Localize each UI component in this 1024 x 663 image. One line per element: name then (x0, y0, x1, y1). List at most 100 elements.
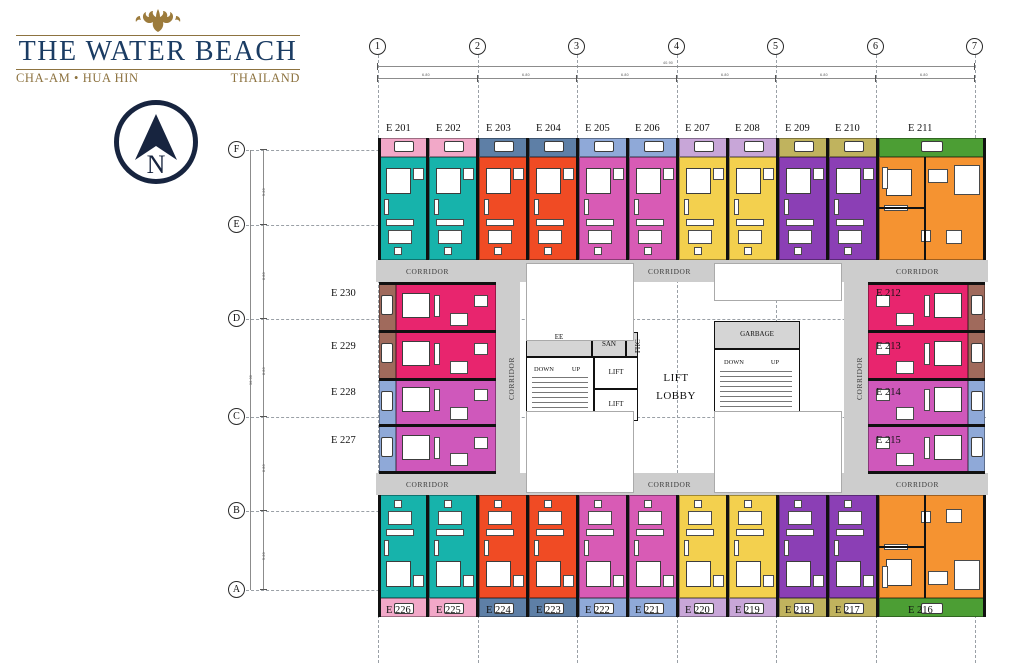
partition-wall (879, 207, 924, 209)
stair-tread (720, 386, 792, 387)
bed (934, 387, 962, 412)
wardrobe (384, 540, 389, 556)
unit-label-E215: E 215 (876, 435, 901, 446)
unit-label-E217: E 217 (835, 605, 860, 616)
stair-tread (532, 392, 588, 393)
balcony-chairs (394, 603, 414, 614)
unit-label-E216: E 216 (908, 605, 933, 616)
corridor-label-top-left: CORRIDOR (406, 267, 449, 276)
kitchen-counter (736, 529, 764, 536)
nightstand (813, 168, 824, 180)
party-wall (868, 424, 985, 427)
bathroom (688, 511, 712, 525)
grid-bubble-B: B (228, 502, 245, 519)
wc (544, 500, 552, 508)
nightstand (563, 168, 574, 180)
unit-label-E201: E 201 (386, 123, 411, 134)
wardrobe (434, 295, 440, 317)
wardrobe (882, 566, 888, 588)
logo-divider-bottom (16, 69, 300, 70)
party-wall (426, 138, 429, 260)
logo-divider-top (16, 35, 300, 36)
balcony-chairs (971, 391, 983, 411)
dim-tick (260, 224, 267, 225)
wc (594, 500, 602, 508)
balcony-chairs (694, 141, 714, 152)
dim-tick (260, 510, 267, 511)
dim-tick (974, 63, 975, 70)
corridor-label-bottom-right: CORRIDOR (896, 480, 939, 489)
balcony-chairs (394, 141, 414, 152)
grid-bubble-F: F (228, 141, 245, 158)
bathroom (738, 511, 762, 525)
balcony-chairs (381, 391, 393, 411)
wardrobe (924, 437, 930, 459)
stair-tread (532, 387, 588, 388)
bed (886, 169, 912, 196)
party-wall (776, 138, 779, 260)
wardrobe (834, 540, 839, 556)
unit-label-E227: E 227 (331, 435, 356, 446)
lift-lobby-label-line1: LIFT (663, 372, 689, 384)
grid-bubble-1: 1 (369, 38, 386, 55)
party-wall (379, 424, 496, 427)
wc (694, 500, 702, 508)
unit-label-E218: E 218 (785, 605, 810, 616)
nightstand (763, 168, 774, 180)
grid-bubble-A: A (228, 581, 245, 598)
dim-tick (260, 318, 267, 319)
party-wall (379, 378, 496, 381)
unit-label-E202: E 202 (436, 123, 461, 134)
kitchen-counter (436, 219, 464, 226)
brand-country: THAILAND (230, 71, 300, 85)
balcony-chairs (844, 603, 864, 614)
unit-label-E209: E 209 (785, 123, 810, 134)
balcony-chairs (744, 603, 764, 614)
grid-bubble-C: C (228, 408, 245, 425)
bathroom (538, 230, 562, 244)
wardrobe (924, 389, 930, 411)
bed (934, 435, 962, 460)
unit-label-E224: E 224 (486, 605, 511, 616)
bed (436, 561, 461, 587)
partition-wall (924, 495, 926, 598)
unit-label-E226: E 226 (386, 605, 411, 616)
party-wall (868, 330, 985, 333)
bathroom (896, 407, 914, 420)
grid-bubble-2: 2 (469, 38, 486, 55)
partition-wall (924, 157, 926, 260)
bed (586, 561, 611, 587)
kitchen-counter (474, 295, 488, 307)
bed (536, 561, 561, 587)
party-wall (626, 138, 629, 260)
stair-tread (532, 377, 588, 378)
corridor-left-leg (496, 260, 520, 495)
bed (402, 293, 430, 318)
party-wall (526, 495, 529, 617)
balcony-chairs (921, 603, 943, 614)
living-window (954, 165, 980, 195)
kitchen-counter (686, 219, 714, 226)
dim-tick (377, 75, 378, 82)
bathroom (438, 511, 462, 525)
north-arrow: N (114, 100, 198, 184)
nightstand (513, 168, 524, 180)
bed (436, 168, 461, 194)
corridor-label-top-right: CORRIDOR (896, 267, 939, 276)
kitchen-counter (636, 529, 664, 536)
balcony-chairs (444, 603, 464, 614)
bed (586, 168, 611, 194)
party-wall (378, 138, 381, 260)
nightstand (463, 168, 474, 180)
bay-dimension-label: 6.80 (920, 73, 928, 77)
bed (786, 561, 811, 587)
party-wall (379, 330, 496, 333)
kitchen-counter (786, 219, 814, 226)
brand-title: THE WATER BEACH (18, 36, 298, 67)
lift-1[interactable] (594, 357, 638, 389)
bed (386, 168, 411, 194)
garbage-room (714, 321, 800, 349)
bathroom (450, 407, 468, 420)
bed (736, 168, 761, 194)
bathroom (450, 361, 468, 374)
